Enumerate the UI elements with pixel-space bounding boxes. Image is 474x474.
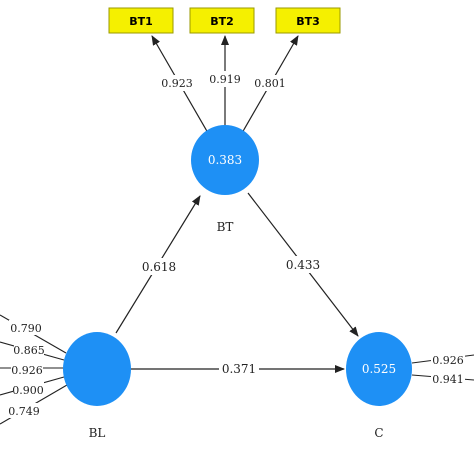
loading-bl-4: 0.900 [12, 384, 44, 397]
indicator-bt1-label: BT1 [129, 15, 153, 28]
indicator-bt3-label: BT3 [296, 15, 320, 28]
path-coef-bl-bt: 0.618 [142, 260, 176, 274]
path-coef-bl-c: 0.371 [222, 362, 256, 376]
construct-c: 0.525 [346, 332, 412, 406]
construct-bt: 0.383 [191, 125, 259, 195]
construct-bt-r2: 0.383 [208, 153, 242, 167]
loading-bt1: 0.923 [161, 77, 193, 90]
construct-c-r2: 0.525 [362, 362, 396, 376]
loading-c-2: 0.941 [432, 373, 464, 386]
indicator-bt2: BT2 [189, 7, 255, 34]
construct-c-label: C [374, 426, 383, 440]
loading-bt2: 0.919 [209, 73, 241, 86]
construct-bt-label: BT [217, 220, 234, 234]
construct-bl [63, 332, 131, 406]
loading-c-1: 0.926 [432, 354, 464, 367]
loading-bl-3: 0.926 [11, 364, 43, 377]
indicator-bt1: BT1 [108, 7, 174, 34]
loading-bl-5: 0.749 [8, 405, 40, 418]
loading-bl-2: 0.865 [13, 344, 45, 357]
indicator-bt3: BT3 [275, 7, 341, 34]
loading-bt3: 0.801 [254, 77, 286, 90]
indicator-bt2-label: BT2 [210, 15, 234, 28]
construct-bl-label: BL [89, 426, 106, 440]
loading-bl-1: 0.790 [10, 322, 42, 335]
path-coef-bt-c: 0.433 [286, 258, 320, 272]
